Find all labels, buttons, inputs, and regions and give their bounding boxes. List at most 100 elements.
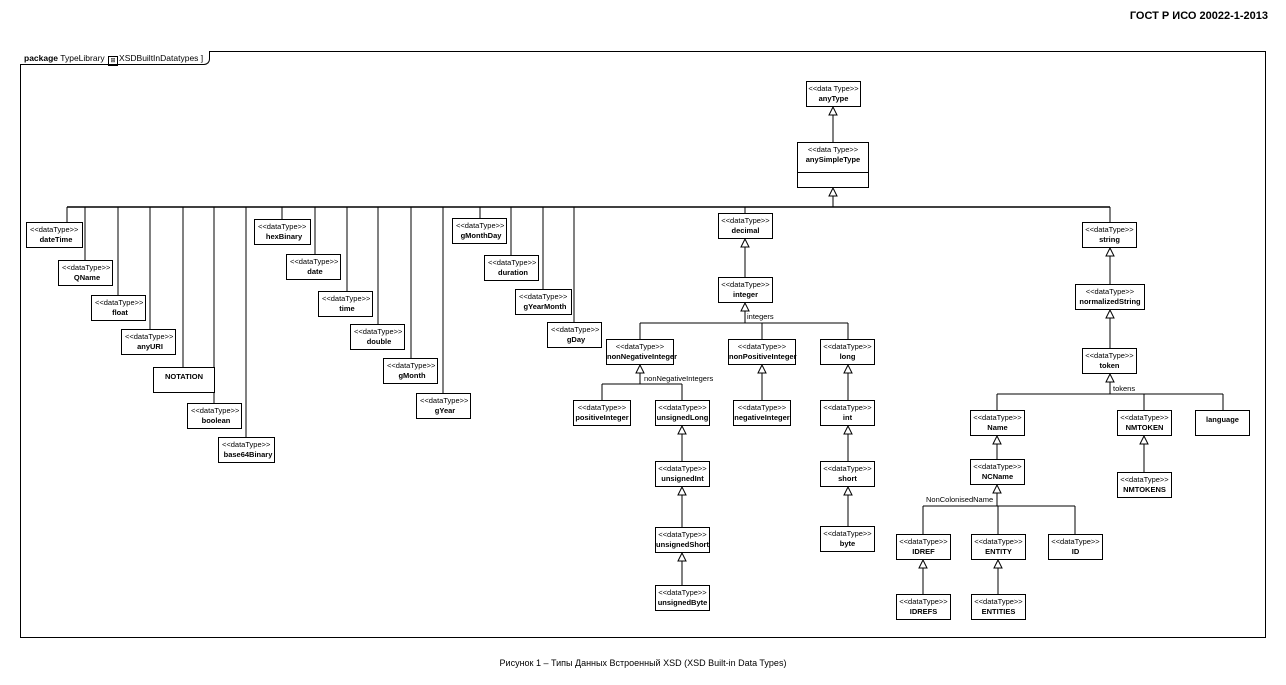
type-name: string [1099, 235, 1120, 244]
type-name: ENTITY [985, 547, 1012, 556]
stereotype: <<dataType>> [823, 403, 872, 412]
type-name: decimal [731, 226, 760, 235]
stereotype: <<dataType>> [973, 462, 1022, 471]
group-label-integers: integers [746, 312, 775, 321]
type-integer[interactable]: <<dataType>> integer [718, 277, 773, 303]
type-NMTOKENS[interactable]: <<dataType>> NMTOKENS [1117, 472, 1172, 498]
type-IDREF[interactable]: <<dataType>> IDREF [896, 534, 951, 560]
type-float[interactable]: <<dataType>> float [91, 295, 146, 321]
type-name: time [339, 304, 355, 313]
type-ID[interactable]: <<dataType>> ID [1048, 534, 1103, 560]
type-name: QName [73, 273, 101, 282]
type-name: integer [732, 290, 758, 299]
type-decimal[interactable]: <<dataType>> decimal [718, 213, 773, 239]
document-header: ГОСТ Р ИСО 20022-1-2013 [1129, 10, 1268, 22]
stereotype: <<dataType>> [30, 225, 79, 234]
type-name: NMTOKENS [1123, 485, 1166, 494]
generalization-arrow-icon [992, 483, 1002, 494]
type-anySimpleType[interactable]: <<data Type>> anySimpleType [797, 142, 869, 188]
type-ENTITY[interactable]: <<dataType>> ENTITY [971, 534, 1026, 560]
type-name: long [839, 352, 856, 361]
type-byte[interactable]: <<dataType>> byte [820, 526, 875, 552]
type-name: negativeInteger [734, 413, 790, 422]
stereotype: <<dataType>> [899, 597, 948, 606]
diagram-icon: ⊞ [108, 56, 119, 66]
type-unsignedByte[interactable]: <<dataType>> unsignedByte [655, 585, 710, 611]
type-name: unsignedLong [656, 413, 709, 422]
generalization-arrow-icon [740, 237, 750, 248]
type-boolean[interactable]: <<dataType>> boolean [187, 403, 242, 429]
type-gYearMonth[interactable]: <<dataType>> gYearMonth [515, 289, 572, 315]
type-nonPositiveInteger[interactable]: <<dataType>> nonPositiveInteger [728, 339, 797, 365]
stereotype: <<dataType>> [1085, 287, 1135, 296]
stereotype: <<dataType>> [62, 263, 111, 272]
type-gYear[interactable]: <<dataType>> gYear [416, 393, 471, 419]
type-unsignedInt[interactable]: <<dataType>> unsignedInt [655, 461, 710, 487]
type-dateTime[interactable]: <<dataType>> dateTime [26, 222, 83, 248]
type-name: byte [839, 539, 856, 548]
type-token[interactable]: <<dataType>> token [1082, 348, 1137, 374]
type-gDay[interactable]: <<dataType>> gDay [547, 322, 602, 348]
generalization-arrow-icon [677, 485, 687, 496]
attributes-compartment [798, 172, 868, 187]
generalization-arrow-icon [828, 186, 838, 197]
type-QName[interactable]: <<dataType>> QName [58, 260, 113, 286]
type-gMonth[interactable]: <<dataType>> gMonth [383, 358, 438, 384]
type-name: anySimpleType [805, 155, 861, 164]
generalization-arrow-icon [992, 434, 1002, 445]
type-NOTATION[interactable]: NOTATION [153, 367, 215, 393]
type-Name[interactable]: <<dataType>> Name [970, 410, 1025, 436]
type-time[interactable]: <<dataType>> time [318, 291, 373, 317]
stereotype: <<dataType>> [1120, 475, 1169, 484]
generalization-arrow-icon [677, 424, 687, 435]
type-string[interactable]: <<dataType>> string [1082, 222, 1137, 248]
type-unsignedLong[interactable]: <<dataType>> unsignedLong [655, 400, 710, 426]
stereotype: <<dataType>> [488, 258, 537, 267]
package-keyword: package [24, 53, 59, 63]
generalization-arrow-icon [1105, 308, 1115, 319]
generalization-arrow-icon [843, 363, 853, 374]
type-name: token [1099, 361, 1120, 370]
type-IDREFS[interactable]: <<dataType>> IDREFS [896, 594, 951, 620]
generalization-arrow-icon [843, 485, 853, 496]
stereotype: <<dataType>> [290, 257, 339, 266]
type-int[interactable]: <<dataType>> int [820, 400, 875, 426]
type-negativeInteger[interactable]: <<dataType>> negativeInteger [733, 400, 791, 426]
type-NCName[interactable]: <<dataType>> NCName [970, 459, 1025, 485]
type-anyURI[interactable]: <<dataType>> anyURI [121, 329, 176, 355]
stereotype: <<dataType>> [420, 396, 469, 405]
type-normalizedString[interactable]: <<dataType>> normalizedString [1075, 284, 1145, 310]
type-name: NOTATION [164, 372, 204, 381]
type-unsignedShort[interactable]: <<dataType>> unsignedShort [655, 527, 710, 553]
generalization-arrow-icon [993, 558, 1003, 569]
stereotype: <<dataType>> [823, 529, 872, 538]
stereotype: <<dataType>> [737, 403, 787, 412]
type-gMonthDay[interactable]: <<dataType>> gMonthDay [452, 218, 507, 244]
type-date[interactable]: <<dataType>> date [286, 254, 341, 280]
type-nonNegativeInteger[interactable]: <<dataType>> nonNegativeInteger [606, 339, 678, 365]
package-name: TypeLibrary [60, 53, 105, 63]
type-name: double [366, 337, 392, 346]
stereotype: <<dataType>> [973, 413, 1022, 422]
type-name: unsignedShort [656, 540, 709, 549]
type-name: hexBinary [265, 232, 303, 241]
type-short[interactable]: <<dataType>> short [820, 461, 875, 487]
type-name: nonNegativeInteger [607, 352, 678, 361]
type-duration[interactable]: <<dataType>> duration [484, 255, 539, 281]
type-ENTITIES[interactable]: <<dataType>> ENTITIES [971, 594, 1026, 620]
type-language[interactable]: language [1195, 410, 1250, 436]
type-name: nonPositiveInteger [729, 352, 797, 361]
type-NMTOKEN[interactable]: <<dataType>> NMTOKEN [1117, 410, 1172, 436]
type-anyType[interactable]: <<data Type>> anyType [806, 81, 861, 107]
stereotype: <<dataType>> [1051, 537, 1100, 546]
stereotype: <<data Type>> [807, 145, 859, 154]
stereotype: <<dataType>> [721, 216, 770, 225]
type-name: gMonthDay [460, 231, 502, 240]
type-name: ID [1071, 547, 1080, 556]
type-base64Binary[interactable]: <<dataType>> base64Binary [218, 437, 275, 463]
type-double[interactable]: <<dataType>> double [350, 324, 405, 350]
type-positiveInteger[interactable]: <<dataType>> positiveInteger [573, 400, 631, 426]
type-hexBinary[interactable]: <<dataType>> hexBinary [254, 219, 311, 245]
type-long[interactable]: <<dataType>> long [820, 339, 875, 365]
